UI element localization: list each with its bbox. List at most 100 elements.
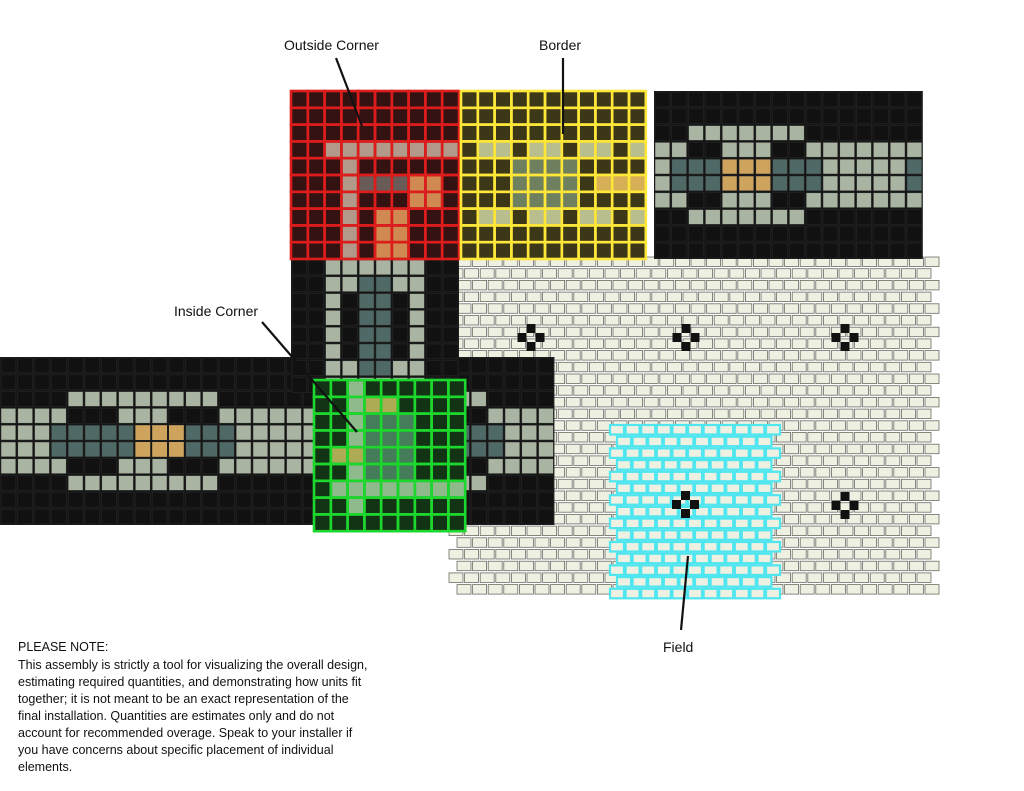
left-band-cell [487, 391, 504, 407]
field-tile [885, 572, 901, 583]
field-tile [487, 560, 503, 572]
field-tile [815, 467, 831, 478]
vertical-band-cell [426, 293, 442, 309]
left-band-cell [34, 458, 50, 474]
field-tile [721, 303, 737, 314]
field-tile [807, 291, 823, 303]
field-tile [667, 385, 682, 396]
field-tile [807, 385, 823, 396]
left-band-cell [521, 441, 537, 458]
field-tile [557, 268, 573, 279]
field-tile [885, 268, 901, 279]
field-tile [698, 291, 713, 303]
field-tile [635, 385, 651, 396]
field-tile [815, 420, 831, 431]
field-tile [557, 455, 573, 466]
left-band-cell [538, 458, 554, 474]
left-band-cell [471, 492, 487, 508]
top-band-cell [906, 142, 923, 158]
field-highlight-cell [655, 540, 672, 553]
field-highlight-cell [740, 552, 757, 565]
inside-corner-highlight-cell [447, 513, 467, 533]
field-tile [479, 549, 495, 560]
field-tile [823, 408, 838, 420]
top-band-cell [688, 108, 704, 124]
field-tile [831, 303, 846, 314]
field-highlight-cell [608, 470, 626, 483]
left-band-cell [185, 374, 201, 390]
field-tile [869, 502, 885, 513]
field-tile [573, 315, 589, 326]
field-tile [885, 525, 901, 536]
left-band-cell [135, 408, 151, 424]
top-band-cell [906, 158, 923, 175]
left-band-cell [252, 458, 269, 474]
field-tile [869, 455, 885, 466]
field-tile [862, 373, 877, 384]
vertical-band-cell [392, 276, 408, 292]
top-band-cell [906, 108, 923, 124]
field-tile [838, 268, 854, 279]
field-tile [495, 525, 511, 536]
top-band-cell [906, 242, 923, 259]
left-band-gold [169, 425, 184, 440]
field-tile [901, 525, 916, 536]
vertical-band-cell [392, 343, 408, 360]
vertical-band-cell [409, 276, 425, 292]
top-band-cell [805, 158, 822, 175]
left-band-cell [202, 374, 218, 390]
vertical-band-cell [442, 276, 459, 292]
field-tile [909, 537, 924, 548]
top-band-cell [822, 209, 839, 225]
left-band-cell [235, 458, 252, 474]
top-band-cell [738, 158, 755, 175]
field-tile [893, 560, 909, 572]
vertical-band-cell [392, 310, 408, 326]
border-highlight [459, 89, 648, 261]
vertical-band-cell [291, 276, 308, 292]
field-highlight-cell [647, 482, 664, 495]
vertical-band-cell [358, 360, 375, 376]
field-highlight-cell [647, 529, 664, 541]
left-band-cell [67, 374, 84, 390]
left-band-cell [487, 424, 504, 441]
top-band-cell [822, 125, 839, 141]
top-band-cell [805, 192, 822, 208]
left-band-cell [0, 391, 17, 407]
field-tile [745, 361, 760, 373]
field-tile [854, 315, 869, 326]
field-tile [760, 315, 776, 326]
left-band-cell [185, 492, 201, 508]
field-tile [557, 572, 573, 583]
top-band-cell [705, 175, 721, 192]
top-band-cell [889, 125, 906, 141]
field-highlight-cell [749, 564, 766, 577]
field-tile [924, 396, 940, 408]
field-tile [557, 549, 573, 560]
field-tile [831, 537, 846, 548]
left-band-cell [286, 508, 302, 525]
field-tile [534, 560, 550, 572]
field-highlight-cell [678, 459, 695, 471]
field-tile [737, 326, 753, 338]
field-tile [620, 268, 635, 279]
field-highlight-cell [655, 470, 672, 483]
field-tile [557, 291, 573, 303]
vertical-band-cell [358, 310, 375, 326]
field-tile [784, 584, 799, 595]
left-band-cell [118, 458, 134, 474]
left-band-cell [168, 475, 185, 491]
field-highlight-cell [608, 494, 626, 506]
left-band-cell [17, 508, 33, 525]
field-tile [885, 455, 901, 466]
field-highlight-cell [733, 587, 750, 600]
top-band-cell [856, 226, 872, 242]
field-highlight-cell [640, 423, 657, 436]
field-tile [628, 326, 643, 338]
top-band-cell [721, 91, 738, 108]
field-tile [854, 338, 869, 349]
vertical-band-cell [291, 360, 308, 376]
vertical-band-cell [342, 326, 358, 343]
field-tile [519, 584, 534, 595]
field-tile [854, 432, 869, 443]
